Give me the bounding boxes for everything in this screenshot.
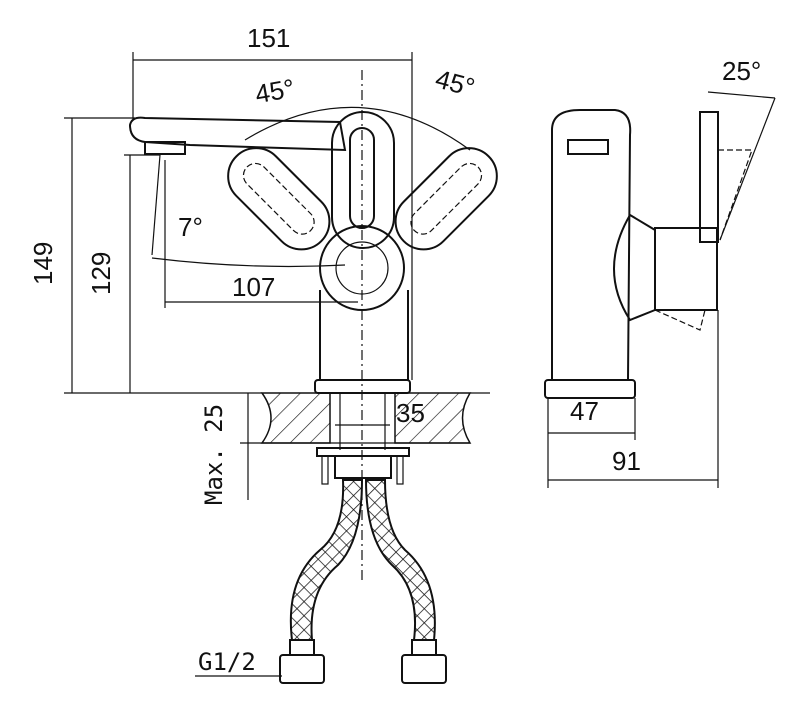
dim-hole-diameter: 35 [396,398,425,428]
dim-lever-angle-left: 45° [253,73,297,109]
dim-lever-angle-right: 45° [432,63,478,102]
dim-spout-reach: 107 [232,272,275,302]
front-view [64,52,498,684]
dim-lever-tilt: 25° [722,56,761,86]
side-view [544,91,776,488]
dim-side-depth: 91 [612,446,641,476]
dim-max-counter-thickness: Max. 25 [200,404,228,505]
dim-overall-height: 149 [28,242,58,285]
dim-spout-height: 129 [86,252,116,295]
dim-connection-thread: G1/2 [198,648,256,676]
dim-base-diameter: 47 [570,396,599,426]
dim-spout-angle: 7° [178,212,203,242]
dim-overall-width: 151 [247,23,290,53]
